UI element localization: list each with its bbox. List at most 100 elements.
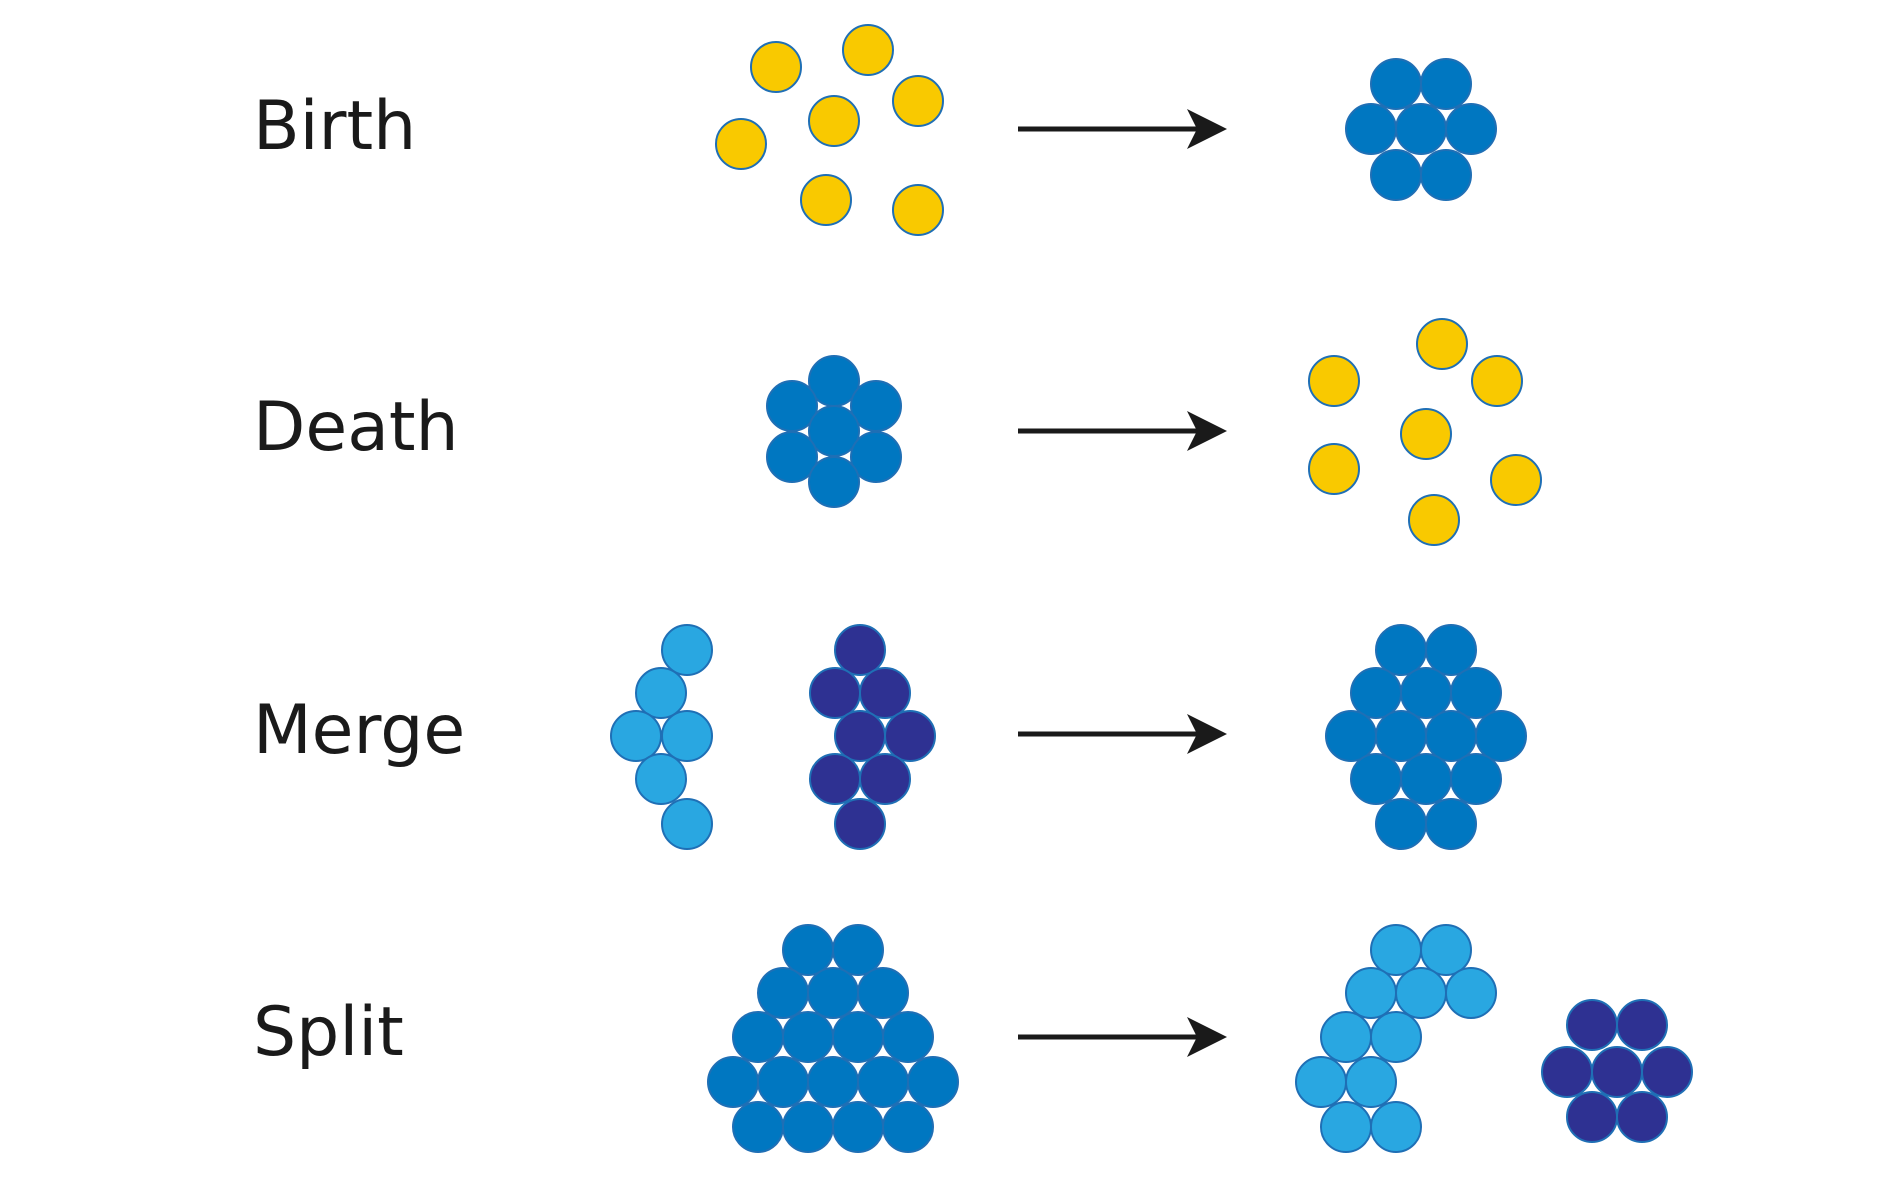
merge-after-cluster-circle xyxy=(1425,624,1477,676)
split-after-dark-cluster-circle xyxy=(1641,1046,1693,1098)
split-before-cluster-circle xyxy=(882,1101,934,1153)
merge-after-cluster-circle xyxy=(1400,667,1452,719)
split-before-cluster-circle xyxy=(857,1056,909,1108)
merge-before-dark-cluster-circle xyxy=(809,667,861,719)
split-before-cluster-circle xyxy=(857,967,909,1019)
merge-after-cluster-circle xyxy=(1400,753,1452,805)
birth-after-cluster-circle xyxy=(1370,149,1422,201)
merge-after-cluster-circle xyxy=(1325,710,1377,762)
split-before-cluster-circle xyxy=(807,1056,859,1108)
split-before-cluster-circle xyxy=(782,1011,834,1063)
merge-before-dark-cluster-circle xyxy=(834,710,886,762)
split-before-cluster-circle xyxy=(757,1056,809,1108)
split-before-cluster-circle xyxy=(757,967,809,1019)
merge-after-cluster-circle xyxy=(1350,667,1402,719)
birth-before-cluster-circle xyxy=(715,118,767,170)
row-label-death: Death xyxy=(253,388,459,467)
split-after-dark-cluster-circle xyxy=(1541,1046,1593,1098)
split-after-light-cluster-circle xyxy=(1370,1101,1422,1153)
birth-after-cluster-circle xyxy=(1345,103,1397,155)
birth-before-cluster-circle xyxy=(808,95,860,147)
split-after-light-cluster-circle xyxy=(1370,1011,1422,1063)
split-after-light-cluster-circle xyxy=(1420,924,1472,976)
birth-after-cluster-circle xyxy=(1370,58,1422,110)
row-label-birth: Birth xyxy=(253,87,417,166)
merge-after-cluster xyxy=(1325,624,1527,850)
split-after-dark-cluster-circle xyxy=(1616,999,1668,1051)
split-after-dark-cluster-circle xyxy=(1566,1091,1618,1143)
birth-before-cluster-circle xyxy=(892,184,944,236)
merge-before-dark-cluster-circle xyxy=(859,667,911,719)
merge-before-light-cluster xyxy=(610,624,713,850)
split-before-cluster-circle xyxy=(732,1101,784,1153)
split-after-light-cluster-circle xyxy=(1345,967,1397,1019)
death-after-cluster xyxy=(1308,318,1542,546)
split-after-dark-cluster-circle xyxy=(1616,1091,1668,1143)
birth-before-cluster-circle xyxy=(842,24,894,76)
birth-after-cluster-circle xyxy=(1445,103,1497,155)
merge-after-cluster-circle xyxy=(1425,710,1477,762)
death-before-cluster-circle xyxy=(808,456,860,508)
row-label-merge: Merge xyxy=(253,691,466,770)
death-before-cluster xyxy=(766,355,902,508)
birth-before-cluster-circle xyxy=(800,174,852,226)
merge-before-dark-cluster-circle xyxy=(834,624,886,676)
split-after-light-cluster-circle xyxy=(1320,1011,1372,1063)
merge-before-dark-cluster-circle xyxy=(884,710,936,762)
merge-after-cluster-circle xyxy=(1475,710,1527,762)
merge-before-dark-cluster-circle xyxy=(834,798,886,850)
merge-before-light-cluster-circle xyxy=(610,710,662,762)
split-after-light-cluster-circle xyxy=(1395,967,1447,1019)
merge-after-cluster-circle xyxy=(1425,798,1477,850)
birth-before-cluster-circle xyxy=(892,75,944,127)
split-after-light-cluster-circle xyxy=(1370,924,1422,976)
merge-before-dark-cluster-circle xyxy=(859,753,911,805)
birth-before-cluster-circle xyxy=(750,41,802,93)
split-before-cluster xyxy=(707,924,959,1153)
split-before-cluster-circle xyxy=(707,1056,759,1108)
birth-after-cluster-circle xyxy=(1420,58,1472,110)
split-before-cluster-circle xyxy=(832,1101,884,1153)
split-after-dark-cluster xyxy=(1541,999,1693,1143)
split-after-light-cluster-circle xyxy=(1445,967,1497,1019)
split-before-cluster-circle xyxy=(832,1011,884,1063)
merge-after-cluster-circle xyxy=(1375,710,1427,762)
split-before-cluster-circle xyxy=(882,1011,934,1063)
merge-before-light-cluster-circle xyxy=(635,667,687,719)
merge-after-cluster-circle xyxy=(1375,624,1427,676)
split-before-cluster-circle xyxy=(807,967,859,1019)
death-after-cluster-circle xyxy=(1416,318,1468,370)
death-after-cluster-circle xyxy=(1400,408,1452,460)
merge-before-dark-cluster-circle xyxy=(809,753,861,805)
death-before-cluster-circle xyxy=(766,431,818,483)
death-after-cluster-circle xyxy=(1408,494,1460,546)
split-before-cluster-circle xyxy=(907,1056,959,1108)
split-before-cluster-circle xyxy=(832,924,884,976)
death-after-cluster-circle xyxy=(1490,454,1542,506)
birth-after-cluster xyxy=(1345,58,1497,201)
row-label-split: Split xyxy=(253,993,404,1072)
merge-before-light-cluster-circle xyxy=(661,798,713,850)
merge-before-light-cluster-circle xyxy=(635,753,687,805)
merge-after-cluster-circle xyxy=(1350,753,1402,805)
death-after-cluster-circle xyxy=(1308,355,1360,407)
merge-before-light-cluster-circle xyxy=(661,710,713,762)
merge-before-dark-cluster xyxy=(809,624,936,850)
birth-after-cluster-circle xyxy=(1395,103,1447,155)
merge-after-cluster-circle xyxy=(1450,753,1502,805)
split-before-cluster-circle xyxy=(782,1101,834,1153)
birth-after-cluster-circle xyxy=(1420,149,1472,201)
split-after-light-cluster xyxy=(1295,924,1497,1153)
split-before-cluster-circle xyxy=(732,1011,784,1063)
merge-before-light-cluster-circle xyxy=(661,624,713,676)
merge-after-cluster-circle xyxy=(1450,667,1502,719)
death-after-cluster-circle xyxy=(1308,443,1360,495)
merge-after-cluster-circle xyxy=(1375,798,1427,850)
split-after-light-cluster-circle xyxy=(1295,1056,1347,1108)
split-after-light-cluster-circle xyxy=(1345,1056,1397,1108)
death-after-cluster-circle xyxy=(1471,355,1523,407)
split-after-light-cluster-circle xyxy=(1320,1101,1372,1153)
death-before-cluster-circle xyxy=(850,431,902,483)
circle-groups xyxy=(610,24,1693,1153)
split-before-cluster-circle xyxy=(782,924,834,976)
